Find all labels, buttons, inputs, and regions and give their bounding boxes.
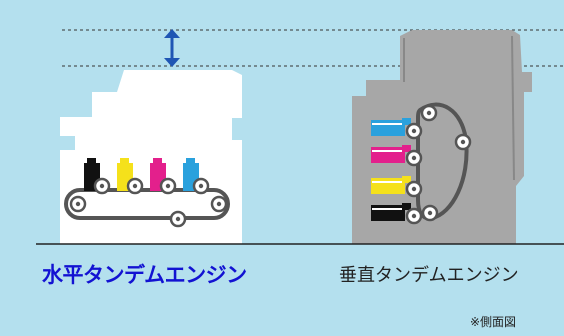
side-view-note: ※側面図 (470, 315, 517, 329)
horizontal-toner-cyan (183, 158, 210, 195)
vertical-belt-roller-side (454, 133, 472, 151)
horizontal-belt-roller-center (169, 210, 187, 228)
vertical-toner-black (371, 203, 423, 225)
vertical-belt-roller-bottom (421, 204, 439, 222)
horizontal-belt-roller-right (210, 195, 228, 213)
vertical-toner-yellow (371, 176, 423, 198)
horizontal-toner-magenta (150, 158, 177, 195)
vertical-tandem-label: 垂直タンデムエンジン (339, 265, 519, 286)
horizontal-toner-black (84, 158, 111, 195)
height-arrow-icon (164, 29, 180, 67)
horizontal-tandem-label: 水平タンデムエンジン (42, 263, 247, 287)
horizontal-transfer-belt (64, 188, 230, 220)
horizontal-machine-body (60, 70, 242, 244)
horizontal-toner-yellow (117, 158, 144, 195)
vertical-toner-magenta (371, 145, 423, 167)
vertical-machine-detail (403, 35, 515, 181)
vertical-belt-roller-top (420, 104, 438, 122)
vertical-toner-cyan (371, 118, 423, 140)
horizontal-belt-roller-left (69, 195, 87, 213)
